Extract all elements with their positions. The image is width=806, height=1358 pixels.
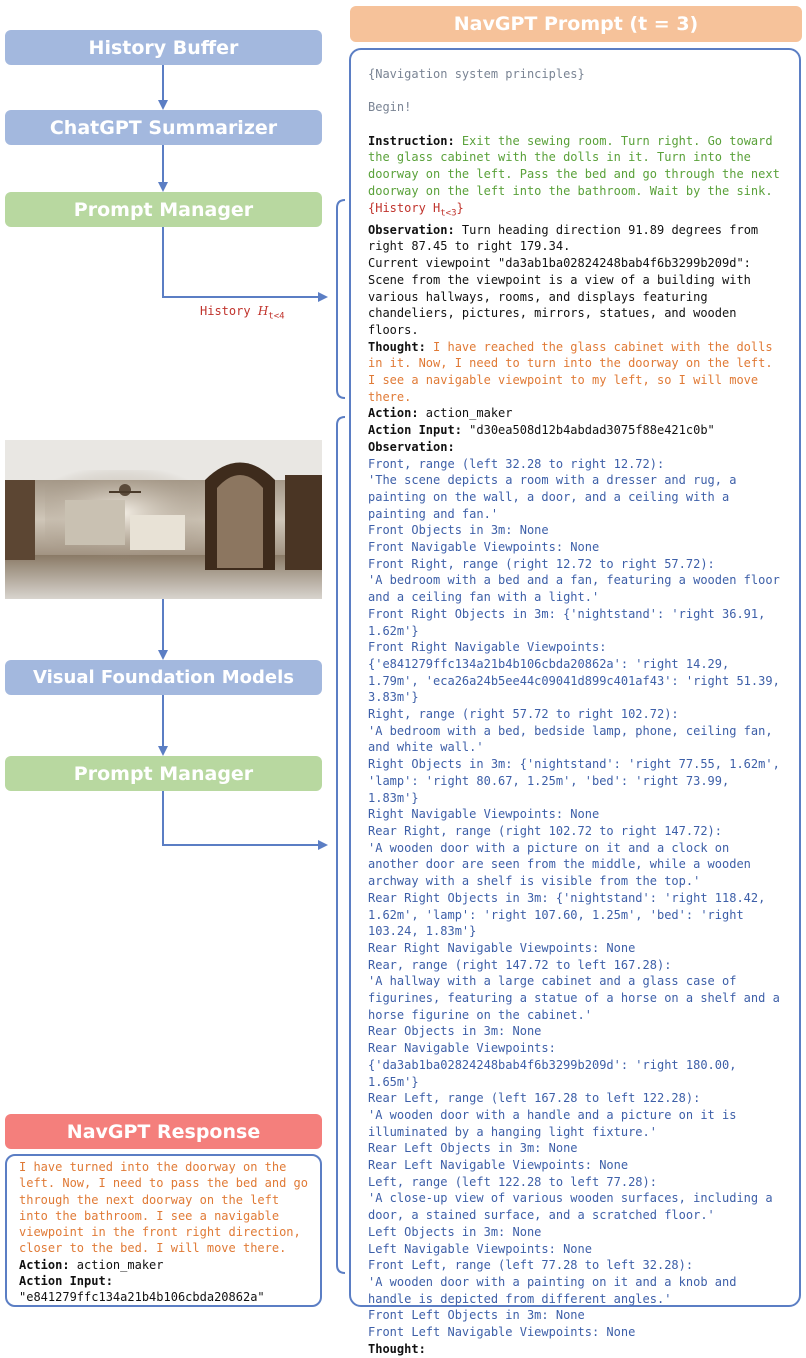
observation-line: Rear Objects in 3m: None (368, 1024, 542, 1039)
final-thought-key: Thought: (368, 1341, 426, 1356)
chatgpt-summarizer-label: ChatGPT Summarizer (49, 116, 278, 139)
observation-line: Front Right Navigable Viewpoints:{'e8412… (368, 640, 780, 705)
observation-key: Observation: (368, 222, 455, 237)
observation-line: 'A hallway with a large cabinet and a gl… (368, 974, 780, 1022)
observation-line: Rear Right Objects in 3m: {'nightstand':… (368, 890, 766, 939)
observation-line: Front Objects in 3m: None (368, 523, 549, 538)
connector-lines (158, 65, 346, 1274)
history-label-sub: t<4 (268, 311, 285, 322)
history-ref-sub: t<3 (440, 207, 457, 218)
thought-key: Thought: (368, 339, 426, 354)
action-text: action_maker (418, 406, 513, 421)
navgpt-response-label: NavGPT Response (66, 1120, 261, 1143)
observation-line: Right, range (right 57.72 to right 102.7… (368, 707, 679, 722)
action-key: Action: (368, 406, 419, 421)
observation-line: Front Left Objects in 3m: None (368, 1308, 585, 1323)
response-action-input-key: Action Input: (19, 1274, 113, 1289)
panorama-image (5, 440, 322, 599)
instruction-key: Instruction: (368, 133, 455, 148)
action-input-key: Action Input: (368, 423, 462, 438)
visual-foundation-models-label: Visual Foundation Models (33, 667, 294, 688)
observation-line: Right Objects in 3m: {'nightstand': 'rig… (368, 757, 780, 805)
history-bracket (336, 199, 346, 399)
observation-text: Turn heading direction 91.89 degrees fro… (368, 222, 759, 254)
observation-line: Front Left, range (left 77.28 to left 32… (368, 1258, 694, 1273)
prompt-manager-box-top: Prompt Manager (5, 192, 322, 227)
observation-line: Rear Right, range (right 102.72 to right… (368, 824, 723, 838)
navgpt-response-box: NavGPT Response (5, 1114, 322, 1149)
history-buffer-box: History Buffer (5, 30, 322, 65)
chatgpt-summarizer-box: ChatGPT Summarizer (5, 110, 322, 145)
navgpt-prompt-title: NavGPT Prompt (t = 3) (453, 13, 699, 35)
observation-line: 'The scene depicts a room with a dresser… (368, 473, 737, 521)
observation-line: Rear Left Navigable Viewpoints: None (368, 1158, 629, 1173)
observation-line: Rear Left Objects in 3m: None (368, 1141, 578, 1156)
observation-line: 'A bedroom with a bed, bedside lamp, pho… (368, 723, 773, 755)
viewpoint-text: Current viewpoint "da3ab1ba02824248bab4f… (368, 256, 751, 337)
begin-text: Begin! (368, 100, 412, 115)
observation-line: Left Navigable Viewpoints: None (368, 1241, 592, 1256)
navgpt-response-panel: I have turned into the doorway on the le… (5, 1154, 322, 1307)
visual-foundation-models-box: Visual Foundation Models (5, 660, 322, 695)
observation-line: 'A wooden door with a picture on it and … (368, 840, 751, 889)
observation-line: Left, range (left 122.28 to left 77.28): (368, 1174, 657, 1189)
observation-line: Rear Navigable Viewpoints:{'da3ab1ba0282… (368, 1041, 737, 1089)
observation-line: 'A close-up view of various wooden surfa… (368, 1191, 773, 1223)
observation-line: 'A wooden door with a painting on it and… (368, 1274, 737, 1306)
history-arrow-label: History Ht<4 (200, 304, 285, 322)
prompt-manager-box-bottom: Prompt Manager (5, 756, 322, 791)
arrow-history-to-prompt (162, 227, 328, 302)
observation-line: Rear Right Navigable Viewpoints: None (368, 940, 636, 955)
action-input-text: "d30ea508d12b4abdad3075f88e421c0b" (461, 423, 715, 438)
response-action-input-text: "e841279ffc134a21b4b106cbda20862a" (19, 1290, 265, 1305)
observation-line: Left Objects in 3m: None (368, 1224, 542, 1239)
arrow-observation-to-prompt (162, 791, 328, 850)
navgpt-prompt-header: NavGPT Prompt (t = 3) (350, 6, 802, 42)
observation-line: Front Left Navigable Viewpoints: None (368, 1325, 636, 1340)
panorama-graphic (5, 440, 322, 599)
observation-line: Right Navigable Viewpoints: None (368, 807, 600, 822)
observation-line: Front, range (left 32.28 to right 12.72)… (368, 456, 665, 471)
prompt-manager-label-top: Prompt Manager (73, 198, 254, 221)
response-text: I have turned into the doorway on the le… (19, 1160, 308, 1256)
history-buffer-label: History Buffer (88, 36, 239, 59)
history-ref-text: {History H (368, 200, 441, 215)
thought-text: I have reached the glass cabinet with th… (368, 339, 773, 404)
prompt-manager-label-bottom: Prompt Manager (73, 762, 254, 785)
observation-line: 'A bedroom with a bed and a fan, featuri… (368, 573, 780, 605)
observation-line: Rear Left, range (left 167.28 to left 12… (368, 1091, 701, 1106)
observation-line: 'A wooden door with a handle and a pictu… (368, 1107, 737, 1139)
response-action-key: Action: (19, 1257, 70, 1272)
observation-line: Front Right, range (right 12.72 to right… (368, 556, 715, 571)
observation-bracket (336, 416, 346, 1274)
history-label-text: History (200, 304, 251, 318)
observation-line: Front Navigable Viewpoints: None (368, 540, 600, 555)
observation2-key: Observation: (368, 439, 455, 454)
observation-lines: Front, range (left 32.28 to right 12.72)… (368, 456, 785, 1341)
response-action-text: action_maker (69, 1257, 164, 1272)
observation-line: Rear, range (right 147.72 to left 167.28… (368, 957, 672, 972)
principles-text: {Navigation system principles} (368, 67, 585, 81)
history-ref: {History Ht<3} (368, 200, 785, 222)
navgpt-prompt-panel: {Navigation system principles} Begin! In… (349, 48, 801, 1356)
instruction-text: Exit the sewing room. Turn right. Go tow… (368, 133, 780, 198)
observation-line: Front Right Objects in 3m: {'nightstand'… (368, 606, 766, 638)
history-ref-close: } (456, 200, 464, 215)
